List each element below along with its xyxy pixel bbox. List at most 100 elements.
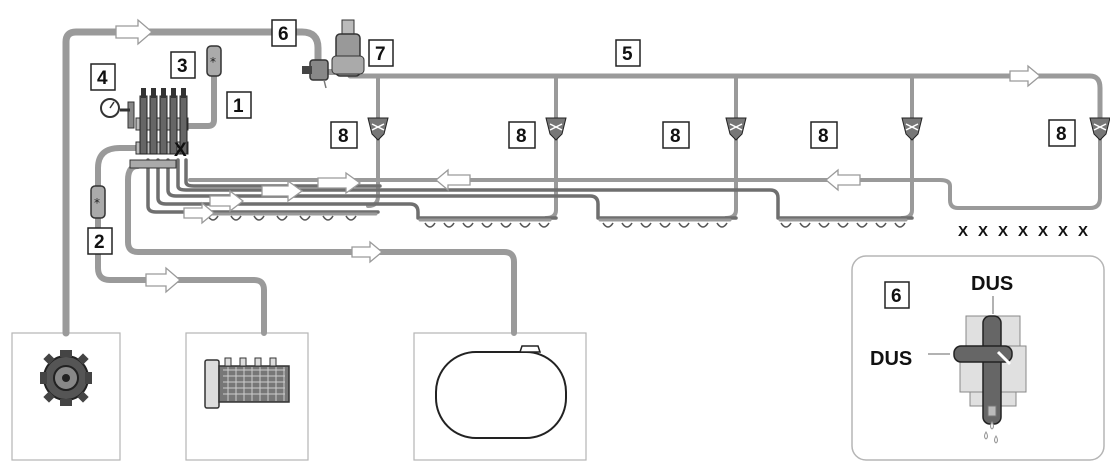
anti-drip-valve-icon — [1089, 117, 1110, 141]
section-valves — [367, 117, 1110, 141]
nozzle-icon — [345, 215, 357, 221]
nozzle-icon — [322, 215, 334, 221]
closed-valve-marker: X — [174, 140, 187, 161]
inset-dus-top: DUS — [971, 273, 1013, 295]
filter-pipe — [95, 145, 267, 336]
nozzle-icon — [640, 222, 652, 228]
nozzle-row — [207, 215, 906, 228]
label-box-1: 1 — [226, 91, 252, 119]
closed-nozzle: X — [1038, 223, 1048, 240]
nozzle-icon — [799, 222, 811, 228]
filter-icon — [204, 357, 290, 409]
nozzle-icon — [678, 222, 690, 228]
label-box-4: 4 — [90, 63, 116, 91]
svg-text:8: 8 — [818, 126, 829, 147]
anti-drip-valve-icon — [901, 117, 923, 141]
svg-text:1: 1 — [233, 96, 244, 117]
flow-arrow-icon — [1009, 64, 1042, 88]
svg-text:7: 7 — [375, 44, 386, 65]
nozzle-icon — [276, 215, 288, 221]
nozzle-icon — [424, 222, 436, 228]
label-box-8: 8 — [662, 121, 690, 149]
closed-nozzle: X — [1078, 223, 1088, 240]
bypass-pipe — [167, 59, 217, 129]
nozzle-icon — [716, 222, 728, 228]
label-box-8: 8 — [1048, 119, 1076, 147]
label-box-2: 2 — [87, 227, 113, 255]
pump-supply-pipe — [62, 28, 322, 337]
nozzle-icon — [519, 222, 531, 228]
nozzle-icon — [299, 215, 311, 221]
nozzle-icon — [253, 215, 265, 221]
stop-valve-icon — [302, 59, 329, 89]
inset-label-box-6: 6 — [884, 281, 910, 309]
closed-nozzle-row: X X X X X X X — [958, 223, 1088, 240]
flow-arrow-icon — [115, 18, 153, 46]
svg-text:8: 8 — [670, 126, 681, 147]
nozzle-icon — [481, 222, 493, 228]
flow-arrow-icon — [317, 171, 362, 195]
flow-arrow-icon — [351, 240, 384, 264]
svg-text:8: 8 — [516, 126, 527, 147]
label-box-6: 6 — [271, 19, 297, 47]
tank-return-pipe — [125, 163, 517, 336]
tank-icon — [435, 345, 567, 439]
flow-arrow-icon — [434, 168, 471, 192]
pump-icon — [40, 350, 92, 406]
flow-arrow-icon — [209, 189, 245, 213]
nozzle-icon — [837, 222, 849, 228]
svg-text:3: 3 — [177, 56, 188, 77]
flow-arrow-icon — [145, 266, 181, 294]
nozzle-icon — [856, 222, 868, 228]
svg-text:6: 6 — [891, 286, 902, 307]
svg-text:2: 2 — [94, 232, 105, 253]
inset-valve-icon — [928, 296, 1027, 444]
nozzle-icon — [621, 222, 633, 228]
nozzle-icon — [538, 222, 550, 228]
flow-arrow-icon — [261, 179, 304, 203]
valve-icon — [331, 19, 365, 77]
svg-text:*: * — [210, 55, 216, 69]
svg-text:5: 5 — [622, 44, 633, 65]
nozzle-icon — [697, 222, 709, 228]
inline-filter-3: * — [206, 45, 222, 77]
nozzle-icon — [818, 222, 830, 228]
svg-text:*: * — [94, 196, 100, 210]
anti-drip-valve-icon — [367, 117, 389, 141]
nozzle-icon — [500, 222, 512, 228]
closed-nozzle: X — [998, 223, 1008, 240]
label-box-5: 5 — [615, 39, 641, 67]
closed-nozzle: X — [1018, 223, 1028, 240]
inline-filter-2: * — [90, 185, 106, 219]
nozzle-icon — [443, 222, 455, 228]
anti-drip-valve-icon — [545, 117, 567, 141]
label-box-8: 8 — [810, 121, 838, 149]
section-valve-distributor: X — [127, 88, 189, 169]
closed-nozzle: X — [958, 223, 968, 240]
closed-nozzle: X — [978, 223, 988, 240]
flow-arrows — [115, 18, 1042, 294]
label-box-3: 3 — [170, 51, 196, 79]
label-box-8: 8 — [508, 121, 536, 149]
label-box-8: 8 — [330, 121, 358, 149]
nozzle-icon — [602, 222, 614, 228]
svg-text:8: 8 — [1056, 124, 1067, 145]
nozzle-icon — [462, 222, 474, 228]
svg-text:8: 8 — [338, 126, 349, 147]
flow-arrow-icon — [183, 201, 216, 225]
nozzle-icon — [894, 222, 906, 228]
svg-text:6: 6 — [278, 24, 289, 45]
nozzle-icon — [230, 215, 242, 221]
nozzle-icon — [659, 222, 671, 228]
nozzle-icon — [780, 222, 792, 228]
closed-nozzle: X — [1058, 223, 1068, 240]
label-box-7: 7 — [368, 39, 394, 67]
anti-drip-valve-icon — [725, 117, 747, 141]
svg-text:4: 4 — [97, 68, 108, 89]
inset-dus-left: DUS — [870, 348, 912, 370]
main-boom-line — [347, 73, 1103, 121]
pressure-gauge-icon — [100, 98, 130, 118]
nozzle-icon — [875, 222, 887, 228]
flow-arrow-icon — [824, 168, 861, 192]
